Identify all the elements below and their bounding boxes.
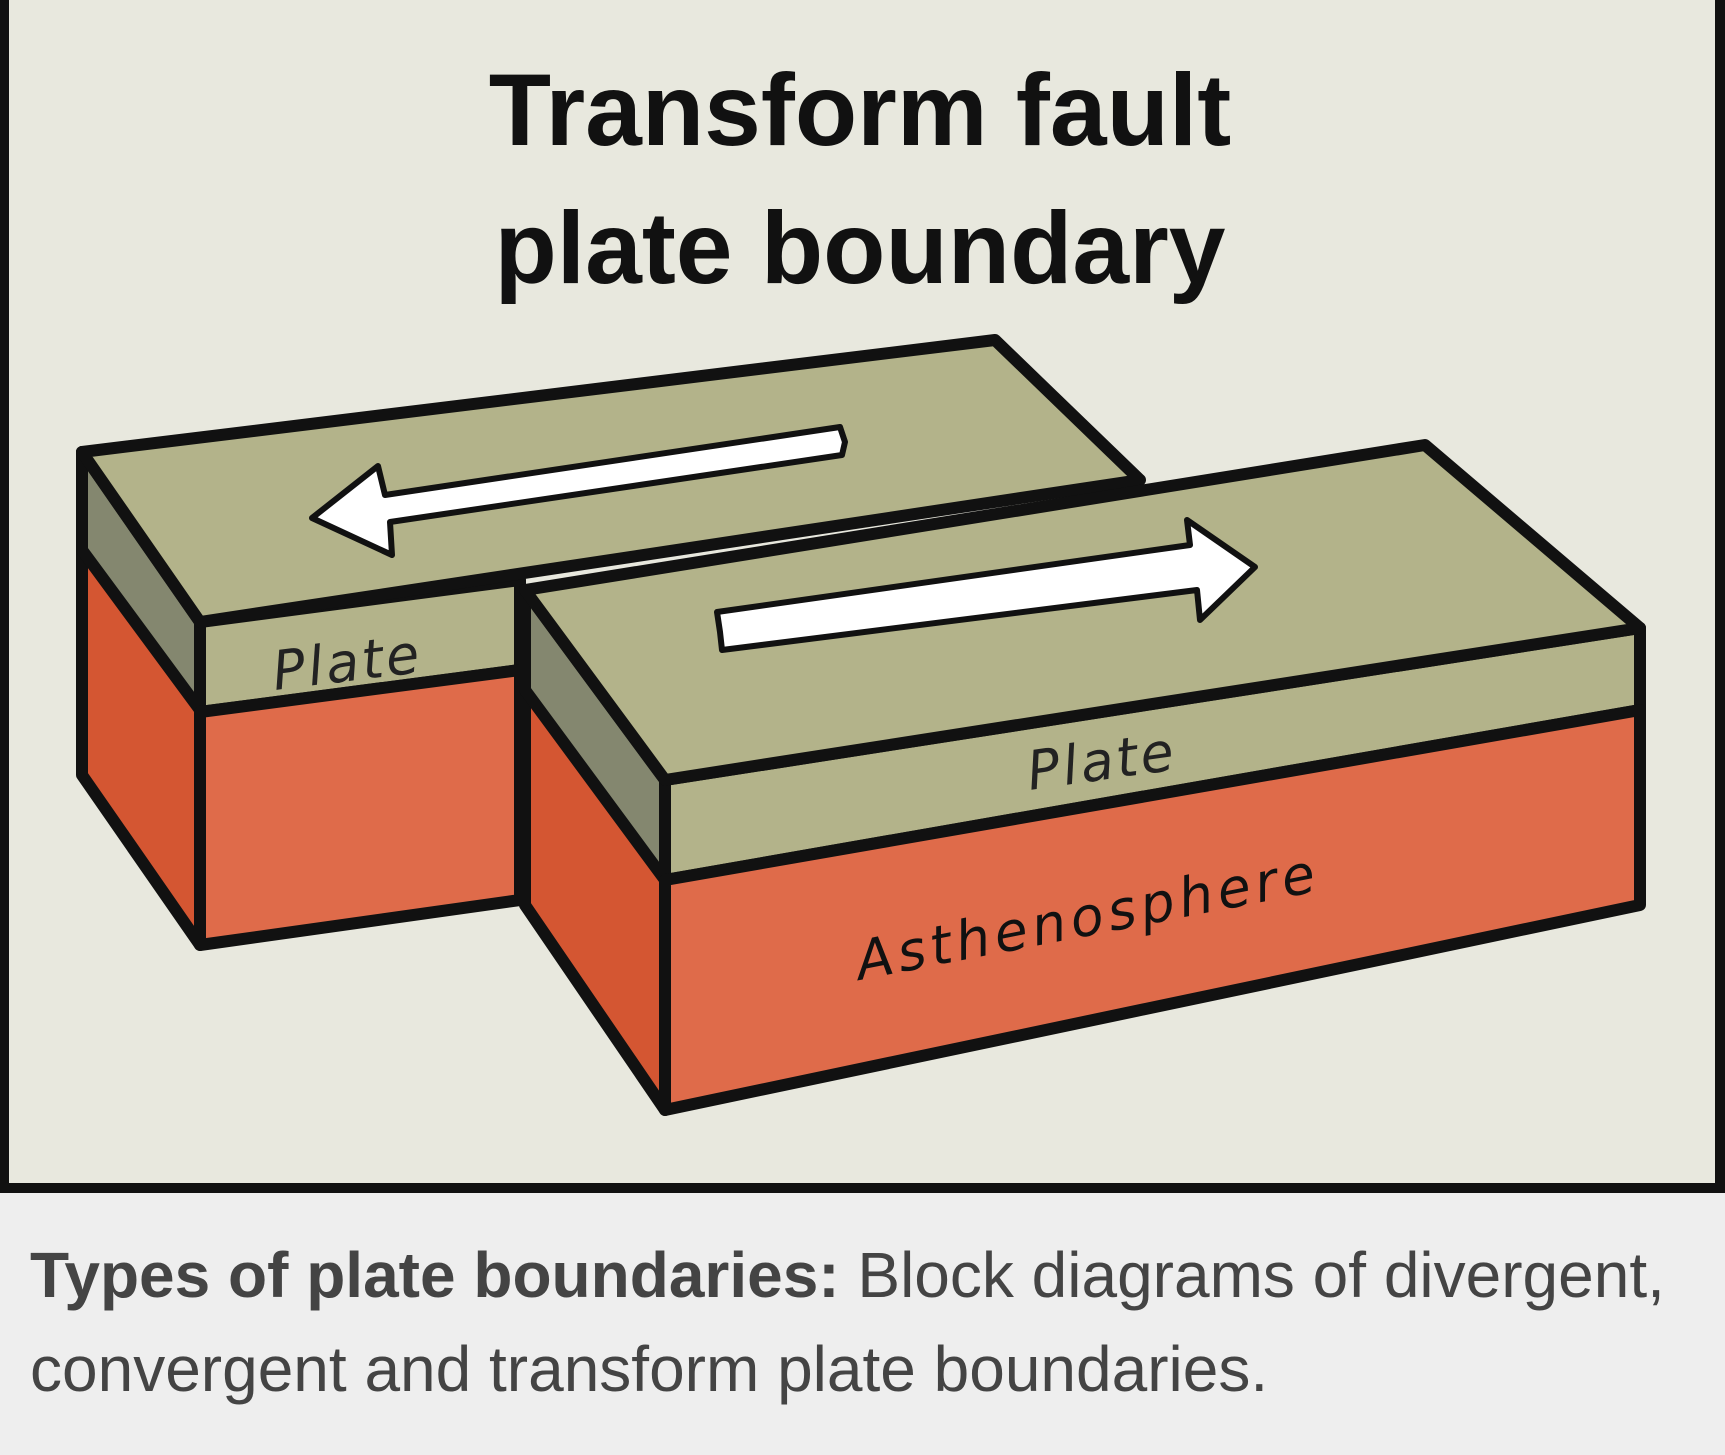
diagram-title-line1: Transform fault bbox=[489, 53, 1231, 167]
caption-text: Block diagrams of divergent, convergent … bbox=[30, 1239, 1665, 1405]
caption-heading: Types of plate boundaries: bbox=[30, 1239, 840, 1311]
left-block-front-asthenosphere bbox=[194, 664, 526, 951]
diagram-frame: Transform fault plate boundary bbox=[0, 0, 1725, 1193]
right-block-top bbox=[519, 439, 1646, 786]
figure-caption: Types of plate boundaries: Block diagram… bbox=[30, 1228, 1700, 1416]
right-block-front-asthenosphere bbox=[659, 704, 1646, 1116]
left-arrow-icon bbox=[309, 424, 848, 558]
transform-fault-diagram: Transform fault plate boundary bbox=[0, 0, 1725, 1193]
diagram-title-line2: plate boundary bbox=[494, 191, 1225, 305]
right-arrow-icon bbox=[714, 517, 1258, 653]
